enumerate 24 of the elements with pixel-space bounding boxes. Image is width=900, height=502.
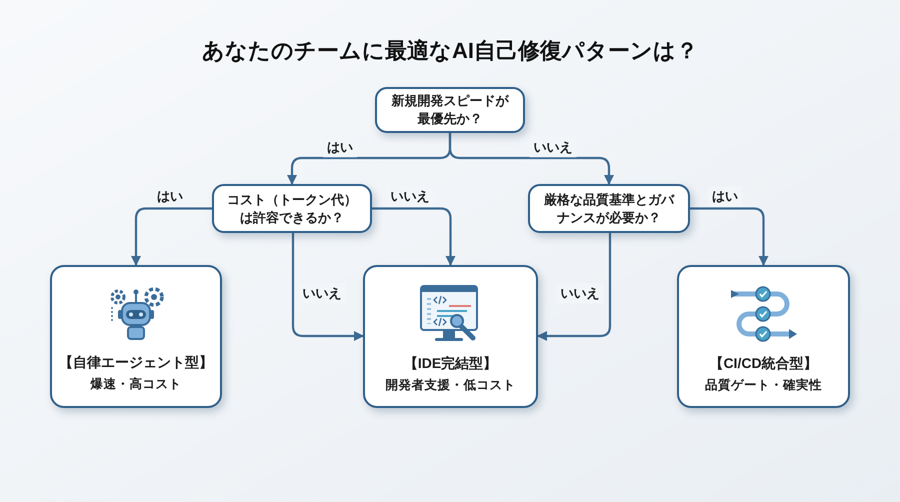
arrow bbox=[372, 207, 456, 266]
arrow bbox=[448, 133, 614, 185]
diagram-title: あなたのチームに最適なAI自己修復パターンは？ bbox=[202, 37, 698, 65]
pattern-name: 【CI/CD統合型】 bbox=[709, 354, 818, 372]
decision-box bbox=[212, 184, 372, 233]
pattern-name: 【IDE完結型】 bbox=[404, 354, 498, 372]
arrow bbox=[131, 207, 212, 266]
result-card bbox=[363, 265, 538, 408]
pattern-description: 爆速・高コスト bbox=[90, 376, 182, 392]
decision-box bbox=[375, 87, 525, 133]
pattern-description: 品質ゲート・確実性 bbox=[705, 376, 822, 394]
pattern-description: 開発者支援・低コスト bbox=[386, 376, 516, 394]
decision-question: 新規開発スピードが最優先か？ bbox=[390, 92, 510, 128]
pattern-name: 【自律エージェント型】 bbox=[59, 352, 213, 372]
edge-label: いいえ bbox=[556, 283, 604, 303]
arrow bbox=[292, 233, 364, 341]
arrow bbox=[690, 207, 768, 266]
decision-question: 厳格な品質基準とガバナンスが必要か？ bbox=[543, 190, 676, 226]
result-card bbox=[677, 265, 850, 408]
decision-question: コスト（トークン代）は許容できるか？ bbox=[226, 190, 358, 226]
edge-label: はい bbox=[708, 186, 742, 206]
arrow bbox=[537, 233, 612, 341]
decision-box bbox=[528, 184, 690, 233]
result-card bbox=[50, 265, 222, 408]
